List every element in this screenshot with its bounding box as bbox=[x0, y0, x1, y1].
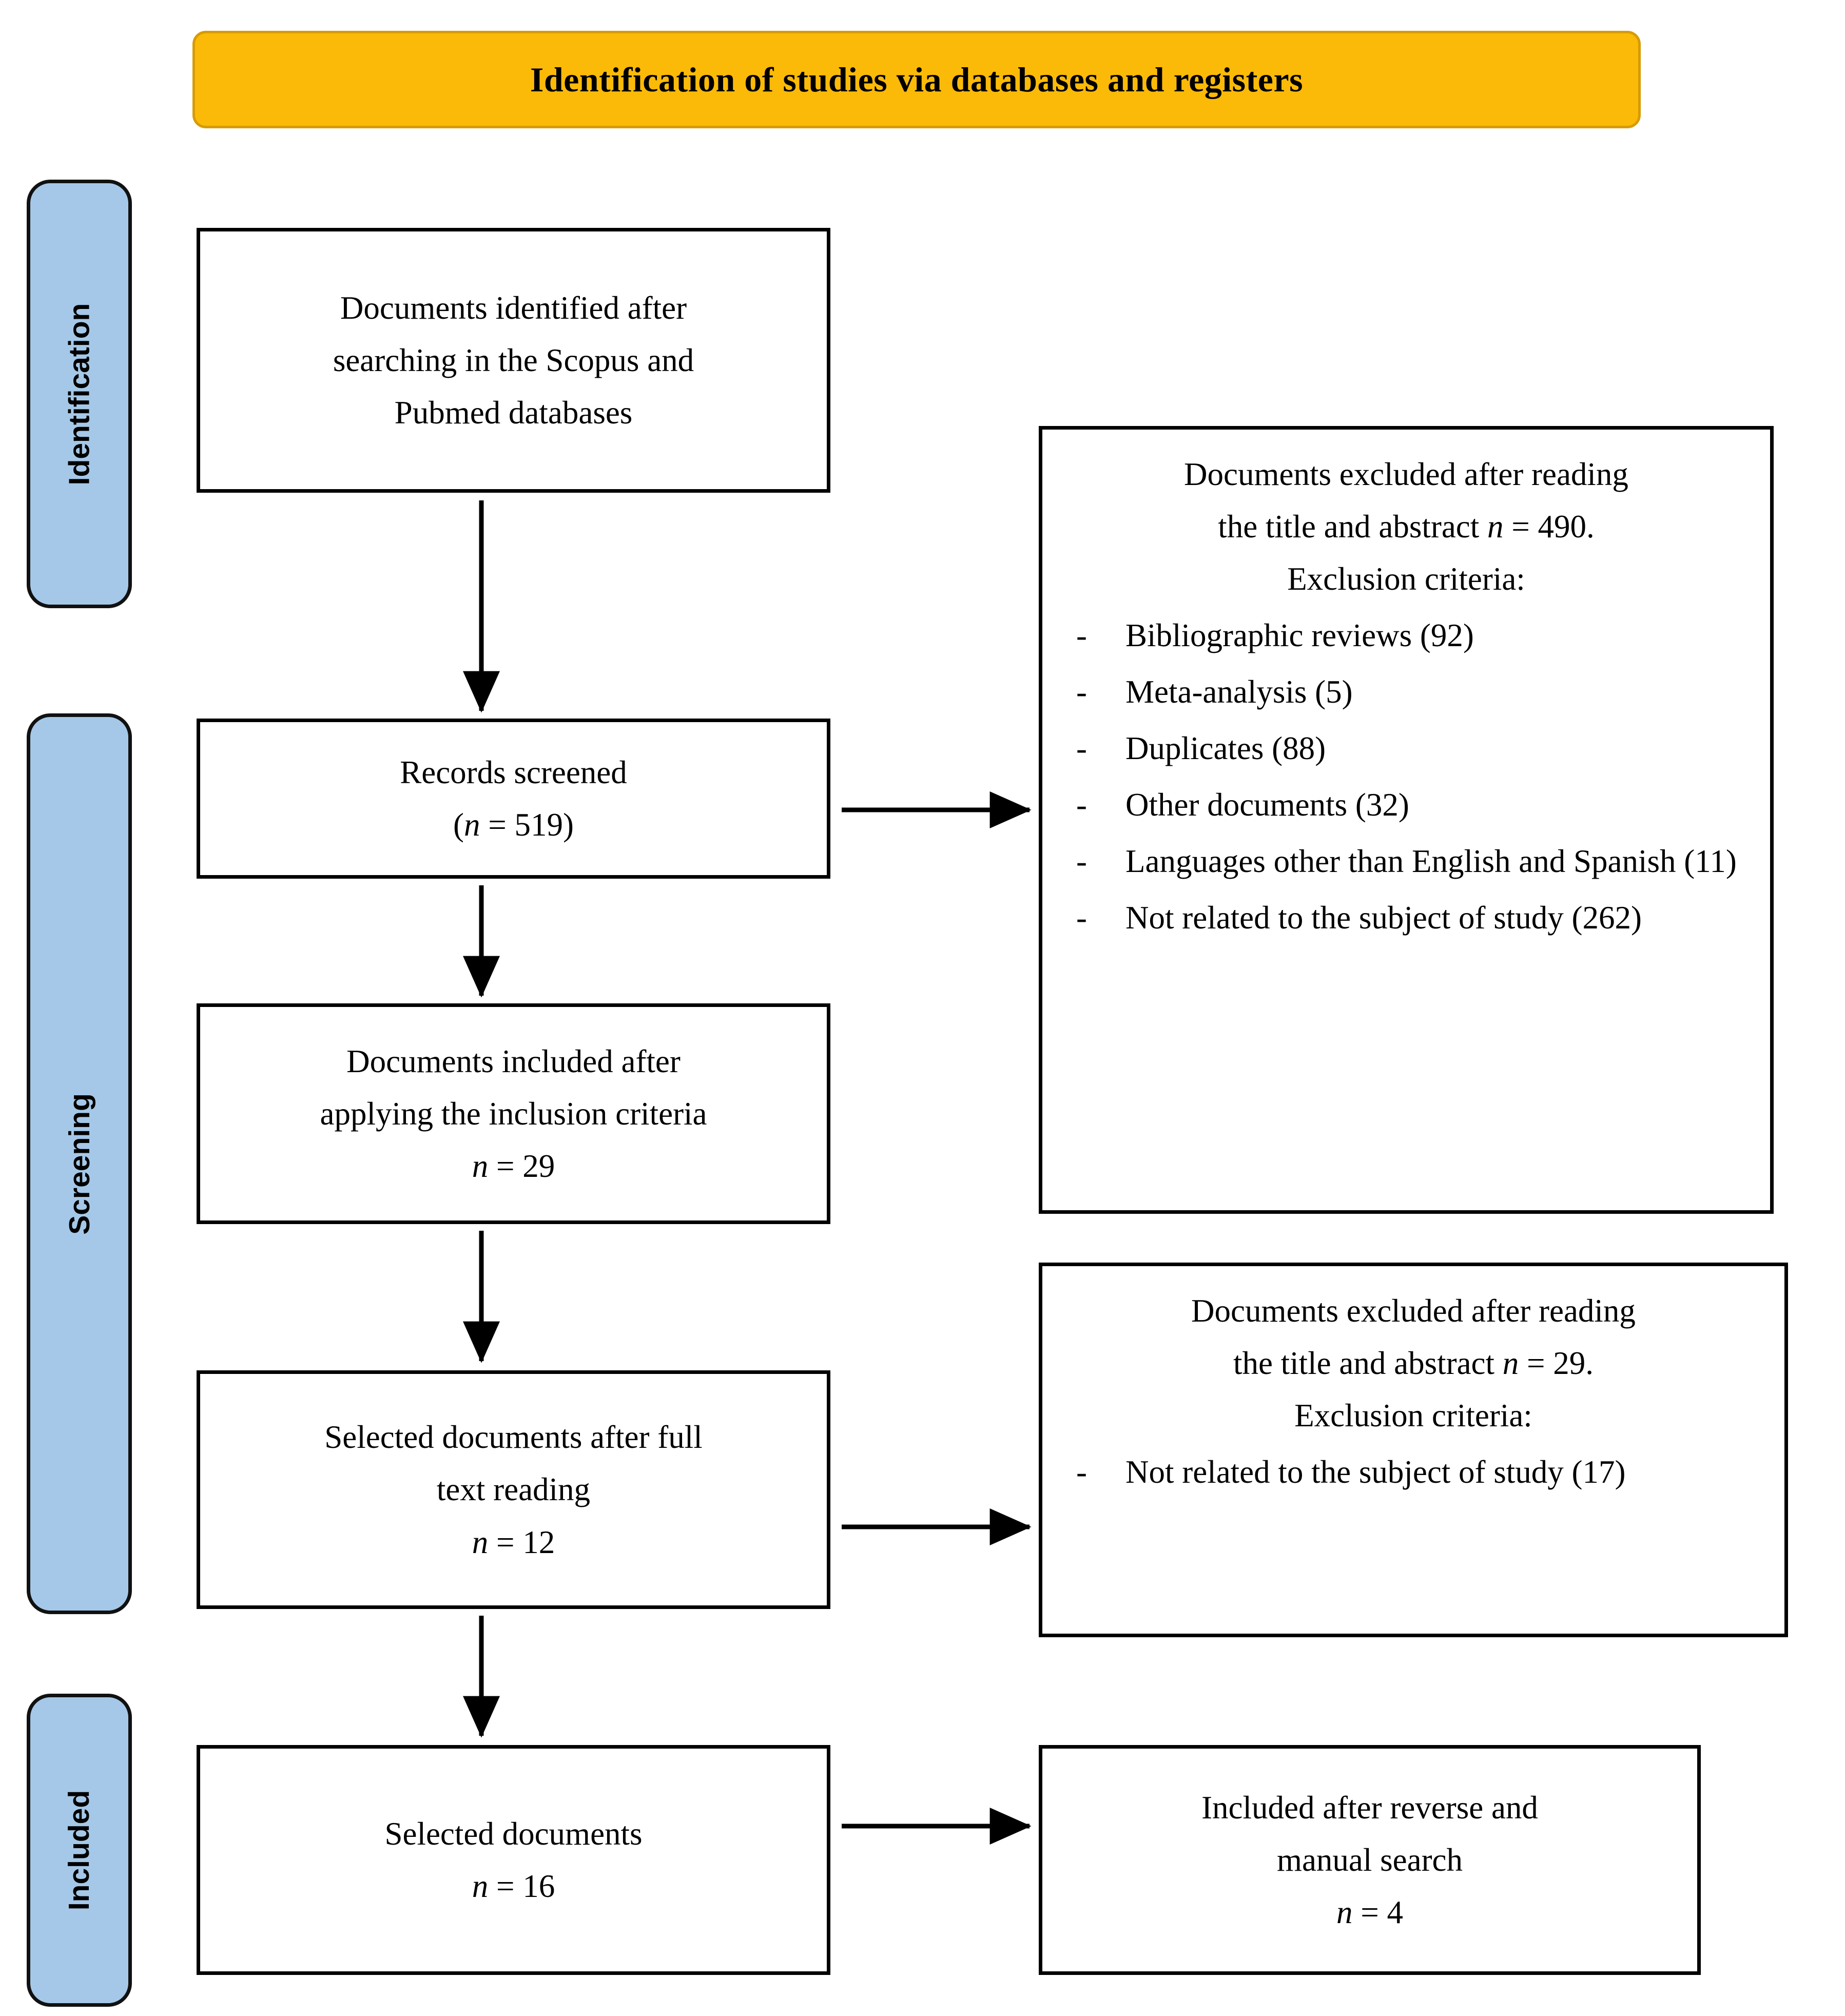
n-value: = 29. bbox=[1519, 1345, 1594, 1382]
exclusion-criteria-list-screening: - Bibliographic reviews (92) - Meta-anal… bbox=[1065, 609, 1747, 944]
box-included-reverse-line2: manual search bbox=[1276, 1841, 1463, 1878]
box-selected-after-fulltext-count: n = 12 bbox=[472, 1516, 555, 1568]
excluded-screening-header-line2: the title and abstract n = 490. bbox=[1065, 500, 1747, 553]
n-symbol: n bbox=[1487, 509, 1504, 545]
diagram-title-banner: Identification of studies via databases … bbox=[192, 31, 1641, 128]
excluded-eligibility-header: Documents excluded after reading the tit… bbox=[1065, 1285, 1762, 1442]
box-records-screened-count: (n = 519) bbox=[453, 799, 574, 851]
n-value: = 519) bbox=[480, 807, 574, 843]
n-symbol: n bbox=[1502, 1345, 1519, 1382]
dash-bullet-icon: - bbox=[1076, 1454, 1087, 1490]
n-symbol: n bbox=[472, 1524, 489, 1560]
box-included-reverse-line1: Included after reverse and bbox=[1201, 1789, 1538, 1826]
exclusion-criterion-text: Not related to the subject of study (17) bbox=[1125, 1454, 1626, 1490]
box-documents-included-criteria-line1: Documents included after bbox=[346, 1043, 681, 1079]
box-selected-documents-line1: Selected documents bbox=[384, 1815, 643, 1852]
dash-bullet-icon: - bbox=[1076, 787, 1087, 823]
list-item: - Other documents (32) bbox=[1065, 779, 1747, 831]
list-item: - Bibliographic reviews (92) bbox=[1065, 609, 1747, 662]
box-documents-included-criteria-line2: applying the inclusion criteria bbox=[320, 1095, 707, 1132]
excluded-eligibility-header-line2: the title and abstract n = 29. bbox=[1065, 1337, 1762, 1389]
dash-bullet-icon: - bbox=[1076, 674, 1087, 710]
exclusion-criterion-text: Bibliographic reviews (92) bbox=[1125, 617, 1474, 654]
exclusion-criterion-text: Meta-analysis (5) bbox=[1125, 674, 1353, 710]
exclusion-criterion-text: Other documents (32) bbox=[1125, 787, 1409, 823]
n-value: = 16 bbox=[488, 1868, 555, 1904]
exclusion-criterion-text: Languages other than English and Spanish… bbox=[1125, 843, 1737, 880]
box-records-screened: Records screened (n = 519) bbox=[197, 719, 830, 879]
box-selected-after-fulltext-line1: Selected documents after full bbox=[324, 1419, 703, 1456]
phase-label-included-text: Included bbox=[63, 1790, 96, 1911]
list-item: - Duplicates (88) bbox=[1065, 722, 1747, 774]
dash-bullet-icon: - bbox=[1076, 843, 1087, 880]
box-records-screened-line1: Records screened bbox=[400, 754, 627, 790]
n-value: = 29 bbox=[488, 1148, 555, 1185]
box-documents-identified: Documents identified after searching in … bbox=[197, 228, 830, 493]
list-item: - Meta-analysis (5) bbox=[1065, 666, 1747, 718]
excluded-screening-header-line3: Exclusion criteria: bbox=[1287, 561, 1525, 597]
list-item: - Not related to the subject of study (1… bbox=[1065, 1446, 1762, 1498]
excluded-eligibility-header-line3: Exclusion criteria: bbox=[1294, 1398, 1532, 1434]
n-value: = 12 bbox=[488, 1524, 555, 1560]
page-title: Identification of studies via databases … bbox=[530, 60, 1304, 99]
excluded-eligibility-header-line1: Documents excluded after reading bbox=[1191, 1293, 1636, 1329]
dash-bullet-icon: - bbox=[1076, 617, 1087, 654]
box-documents-included-criteria: Documents included after applying the in… bbox=[197, 1003, 830, 1224]
list-item: - Not related to the subject of study (2… bbox=[1065, 891, 1747, 944]
list-item: - Languages other than English and Spani… bbox=[1065, 835, 1747, 887]
box-documents-excluded-eligibility: Documents excluded after reading the tit… bbox=[1039, 1263, 1788, 1637]
box-selected-documents-count: n = 16 bbox=[472, 1860, 555, 1912]
box-documents-identified-line3: Pubmed databases bbox=[394, 395, 633, 431]
box-documents-identified-line1: Documents identified after bbox=[340, 289, 687, 326]
excluded-screening-header: Documents excluded after reading the tit… bbox=[1065, 448, 1747, 605]
n-value: = 4 bbox=[1352, 1894, 1404, 1931]
dash-bullet-icon: - bbox=[1076, 900, 1087, 936]
phase-label-screening-text: Screening bbox=[63, 1093, 96, 1235]
paren-open: ( bbox=[453, 807, 464, 843]
box-included-reverse-manual-search: Included after reverse and manual search… bbox=[1039, 1745, 1701, 1975]
box-documents-excluded-screening: Documents excluded after reading the tit… bbox=[1039, 426, 1774, 1214]
box-selected-after-fulltext-line2: text reading bbox=[436, 1471, 591, 1508]
box-selected-documents: Selected documents n = 16 bbox=[197, 1745, 830, 1975]
excluded-screening-header-line1: Documents excluded after reading bbox=[1184, 456, 1628, 492]
excluded-eligibility-abstract-text: the title and abstract bbox=[1233, 1345, 1503, 1382]
box-documents-identified-line2: searching in the Scopus and bbox=[333, 342, 694, 378]
box-selected-after-fulltext: Selected documents after full text readi… bbox=[197, 1370, 830, 1609]
exclusion-criterion-text: Duplicates (88) bbox=[1125, 730, 1326, 767]
n-symbol: n bbox=[472, 1868, 489, 1904]
phase-label-included: Included bbox=[27, 1694, 132, 2007]
excluded-screening-abstract-text: the title and abstract bbox=[1218, 509, 1487, 545]
n-symbol: n bbox=[472, 1148, 489, 1185]
phase-label-identification: Identification bbox=[27, 180, 132, 608]
exclusion-criteria-list-eligibility: - Not related to the subject of study (1… bbox=[1065, 1446, 1762, 1498]
phase-label-screening: Screening bbox=[27, 713, 132, 1614]
n-symbol: n bbox=[463, 807, 480, 843]
box-documents-included-criteria-count: n = 29 bbox=[472, 1140, 555, 1192]
phase-label-identification-text: Identification bbox=[63, 303, 96, 485]
exclusion-criterion-text: Not related to the subject of study (262… bbox=[1125, 900, 1642, 936]
n-value: = 490. bbox=[1503, 509, 1595, 545]
box-included-reverse-count: n = 4 bbox=[1336, 1886, 1403, 1939]
dash-bullet-icon: - bbox=[1076, 730, 1087, 767]
n-symbol: n bbox=[1336, 1894, 1353, 1931]
